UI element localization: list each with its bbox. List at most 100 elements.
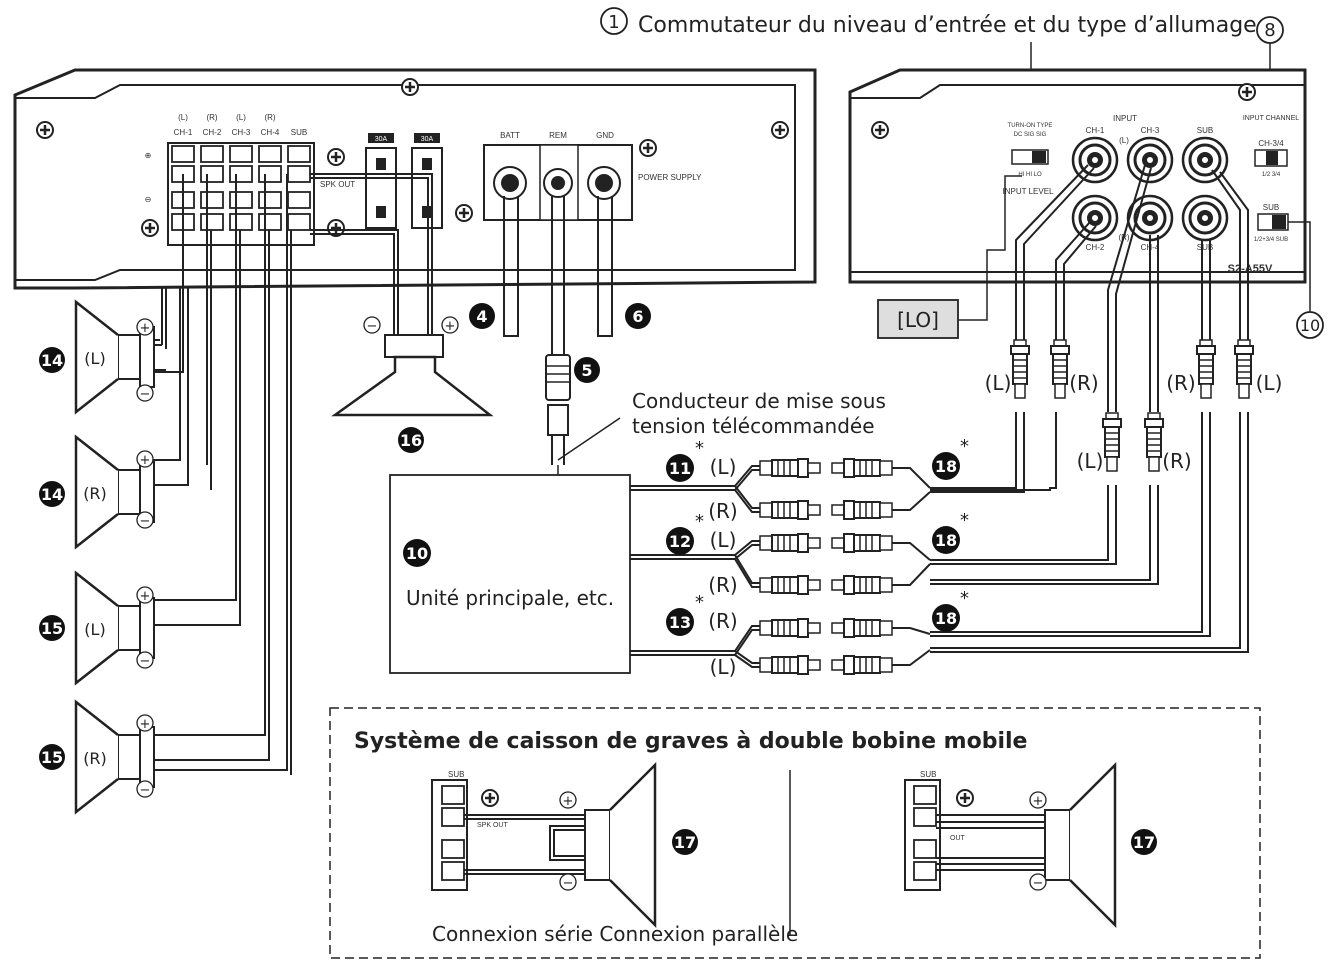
svg-text:−: − <box>140 654 151 669</box>
fuse-30a-1: 30A <box>365 133 397 229</box>
svg-text:14: 14 <box>41 351 63 370</box>
svg-text:INPUT: INPUT <box>1113 114 1137 123</box>
svg-text:14: 14 <box>41 485 63 504</box>
svg-text:*: * <box>695 511 704 532</box>
svg-text:13: 13 <box>669 613 691 632</box>
svg-text:(L): (L) <box>236 113 246 122</box>
screw-icon <box>140 218 160 238</box>
svg-text:[LO]: [LO] <box>897 308 939 332</box>
svg-text:Connexion série Connexion para: Connexion série Connexion parallèle <box>432 922 798 946</box>
svg-text:17: 17 <box>674 833 696 852</box>
rca-connector-pairs <box>759 458 893 675</box>
svg-text:Commutateur du niveau d’entrée: Commutateur du niveau d’entrée et du typ… <box>638 13 1257 38</box>
rca-signal-cables <box>930 164 1249 653</box>
svg-text:−: − <box>1033 876 1044 891</box>
svg-text:REM: REM <box>549 131 567 140</box>
svg-text:4: 4 <box>476 307 487 326</box>
screw-icon <box>454 203 474 223</box>
svg-text:+: + <box>140 321 151 336</box>
svg-text:CH-1: CH-1 <box>174 128 193 137</box>
svg-text:(R): (R) <box>708 499 738 523</box>
power-wires <box>503 196 613 355</box>
power-terminals: BATT REM GND POWER SUPPLY <box>483 131 702 221</box>
svg-text:HI HI LO: HI HI LO <box>1018 172 1042 178</box>
screw-icon <box>770 120 790 140</box>
svg-text:−: − <box>140 783 151 798</box>
svg-text:5: 5 <box>581 361 592 380</box>
svg-text:BATT: BATT <box>500 131 520 140</box>
dual-voice-coil-section: Système de caisson de graves à double bo… <box>329 707 1261 959</box>
svg-text:30A: 30A <box>375 136 388 143</box>
power-wire-numbers: 4 5 6 <box>469 303 651 383</box>
svg-text:Conducteur de mise sous: Conducteur de mise sous <box>632 389 886 413</box>
svg-text:(R): (R) <box>1069 371 1099 395</box>
svg-text:(R): (R) <box>1162 449 1192 473</box>
lo-setting-box: [LO] <box>877 175 1022 339</box>
screw-icon <box>1237 82 1257 102</box>
svg-text:(L): (L) <box>84 620 105 639</box>
svg-text:TURN-ON TYPE: TURN-ON TYPE <box>1008 123 1053 129</box>
rca-jack-ch3[interactable] <box>1126 136 1174 184</box>
speaker-rear-right: (R) + − 15 <box>39 700 156 814</box>
remote-lead-label: Conducteur de mise sous tension télécomm… <box>557 389 886 475</box>
svg-text:CH-4: CH-4 <box>261 128 280 137</box>
svg-text:DC SIG SIG: DC SIG SIG <box>1014 132 1047 138</box>
svg-text:OUT: OUT <box>950 835 966 842</box>
svg-text:(R): (R) <box>83 749 107 768</box>
svg-text:18: 18 <box>935 531 957 550</box>
svg-text:(R): (R) <box>1166 371 1196 395</box>
svg-text:11: 11 <box>669 459 691 478</box>
speaker-rear-left: (L) + − 15 <box>39 571 156 685</box>
svg-text:CH-3/4: CH-3/4 <box>1258 139 1284 148</box>
svg-text:−: − <box>563 876 574 891</box>
head-unit-output-labels: 11 * (L) (R) 12 * (L) (R) 13 * (R) (L) 1… <box>666 436 969 679</box>
svg-text:1/2+3/4 SUB: 1/2+3/4 SUB <box>1254 237 1288 243</box>
svg-text:1/2 3/4: 1/2 3/4 <box>1262 172 1281 178</box>
rca-plugs-vertical <box>1010 339 1254 472</box>
speaker-terminal-block <box>167 142 315 246</box>
svg-text:SPK OUT: SPK OUT <box>477 822 508 829</box>
turn-on-type-switch[interactable]: TURN-ON TYPE DC SIG SIG HI HI LO INPUT L… <box>1003 123 1055 196</box>
svg-text:*: * <box>695 438 704 459</box>
speaker-front-right: (R) + − 14 <box>39 435 156 549</box>
svg-text:INPUT CHANNEL: INPUT CHANNEL <box>1243 115 1299 122</box>
svg-text:(L): (L) <box>710 655 737 679</box>
rca-jack-sub-r[interactable] <box>1181 194 1229 242</box>
svg-text:(R): (R) <box>264 113 275 122</box>
svg-text:(L): (L) <box>178 113 188 122</box>
svg-text:(R): (R) <box>206 113 217 122</box>
sub-source-switch[interactable]: SUB 1/2+3/4 SUB <box>1254 203 1311 312</box>
svg-text:10: 10 <box>406 544 428 563</box>
svg-text:17: 17 <box>1133 833 1155 852</box>
svg-text:CH-2: CH-2 <box>1086 243 1105 252</box>
svg-text:INPUT LEVEL: INPUT LEVEL <box>1003 187 1055 196</box>
svg-text:30A: 30A <box>421 136 434 143</box>
channel-labels: (L) (R) (L) (R) CH-1 CH-2 CH-3 CH-4 SUB … <box>145 113 356 204</box>
svg-text:⊖: ⊖ <box>145 195 152 204</box>
svg-text:S2-A55V: S2-A55V <box>1228 263 1273 275</box>
svg-text:*: * <box>960 436 969 457</box>
rca-jack-sub-l[interactable] <box>1181 136 1229 184</box>
svg-text:10: 10 <box>1300 316 1320 335</box>
svg-text:SPK OUT: SPK OUT <box>320 180 355 189</box>
svg-text:SUB: SUB <box>291 128 307 137</box>
input-channel-switch[interactable]: INPUT CHANNEL CH-3/4 1/2 3/4 <box>1243 115 1299 178</box>
svg-text:SUB: SUB <box>448 770 464 779</box>
item-10-callout: 10 <box>1296 311 1324 339</box>
svg-text:(L): (L) <box>710 528 737 552</box>
svg-text:GND: GND <box>596 131 614 140</box>
svg-text:⊕: ⊕ <box>145 151 152 160</box>
rca-jack-ch1[interactable] <box>1071 136 1119 184</box>
svg-text:CH-3: CH-3 <box>232 128 251 137</box>
svg-text:+: + <box>140 717 151 732</box>
head-unit: 10 Unité principale, etc. <box>389 474 631 674</box>
screw-icon <box>35 120 55 140</box>
subwoofer-16: − + 16 <box>331 316 494 453</box>
svg-text:tension télécommandée: tension télécommandée <box>632 414 875 438</box>
svg-text:(R): (R) <box>708 573 738 597</box>
screw-icon <box>400 77 420 97</box>
screw-icon <box>326 147 346 167</box>
svg-text:(L): (L) <box>84 349 105 368</box>
svg-text:−: − <box>140 514 151 529</box>
